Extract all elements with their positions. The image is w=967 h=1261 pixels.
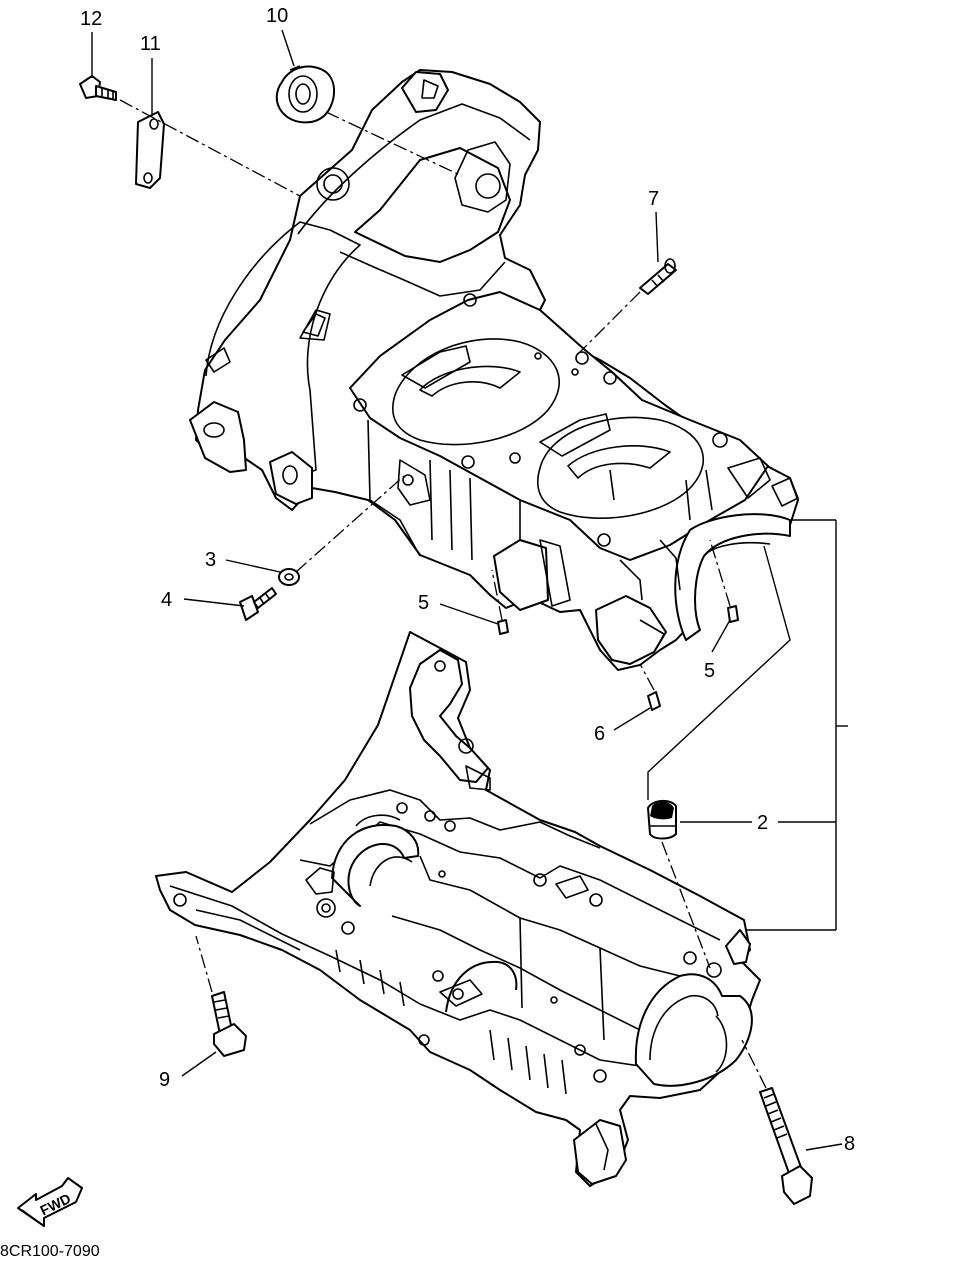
callout-10: 10 [266,5,288,27]
small-bolt-part [239,587,277,621]
plate-part [135,111,165,189]
upper-crankcase [189,69,799,671]
callout-7: 7 [648,188,659,210]
callout-12: 12 [80,8,102,30]
pin-parts [497,605,739,635]
lower-crankcase [155,631,761,1187]
callout-6: 6 [594,723,605,745]
callout-4: 4 [161,589,172,611]
callout-3: 3 [205,549,216,571]
fwd-direction-badge: FWD [17,1177,83,1227]
callout-9: 9 [159,1069,170,1091]
drawing-code: 8CR100-7090 [0,1243,100,1260]
callout-11: 11 [140,33,161,55]
washer-part [278,568,300,586]
dowel-pin-top [639,258,677,295]
assembly-guide-lines [119,99,791,1089]
callout-leaders [91,29,848,1151]
pin-part-6 [647,691,661,711]
plug-part [647,800,677,840]
bearing-part [275,65,335,124]
callout-2: 2 [757,812,768,834]
bolt-part-9 [211,991,247,1057]
callout-5-left: 5 [418,592,429,614]
callout-5-right: 5 [704,660,715,682]
screw-part [79,75,117,101]
bolt-part-8 [759,1087,813,1205]
callout-8: 8 [844,1133,855,1155]
fwd-label: FWD [37,1190,73,1218]
